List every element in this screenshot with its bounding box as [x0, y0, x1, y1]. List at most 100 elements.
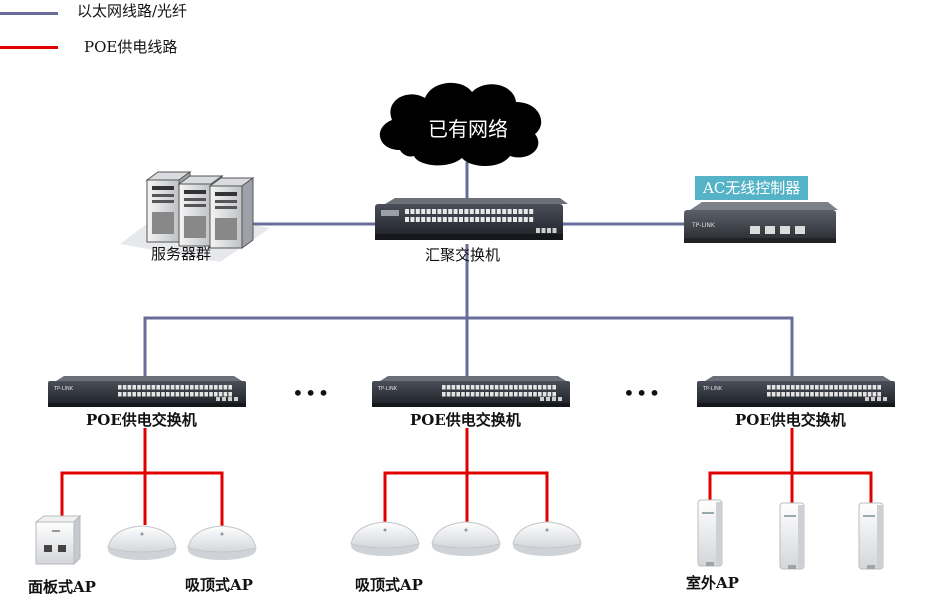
- poe-switch-port: [824, 392, 829, 397]
- core-switch-sfp: [536, 228, 540, 233]
- poe-switch-port: [533, 385, 537, 390]
- poe-switch-port: [199, 385, 204, 390]
- core-switch-sfp: [552, 228, 557, 233]
- poe-switch-port: [470, 392, 475, 397]
- poe-switch-port: [146, 392, 151, 397]
- poe-switch-port: [805, 392, 809, 397]
- poe-switch-port: [867, 385, 872, 390]
- poe-switch-sfp: [234, 397, 238, 401]
- poe-switch-port: [151, 385, 156, 390]
- core-switch-port: [405, 217, 409, 222]
- poe-switch-sfp: [877, 397, 881, 401]
- poe-switch-port: [190, 385, 194, 390]
- core-switch-port: [464, 209, 469, 214]
- poe-switch-port: [863, 385, 867, 390]
- poe-switch-port: [834, 385, 838, 390]
- poe-switch-port: [485, 392, 489, 397]
- poe-switch-port: [542, 385, 547, 390]
- core-switch-port: [475, 217, 480, 222]
- poe-switch-brand: TP-LINK: [53, 386, 74, 392]
- poe-links: [60, 428, 873, 528]
- poe-switch-port: [194, 385, 199, 390]
- poe-switch-port: [204, 385, 208, 390]
- poe-switch-port: [490, 385, 494, 390]
- poe-switch-sfp: [228, 397, 232, 401]
- poe-switch-port: [771, 392, 776, 397]
- core-switch-port: [437, 217, 442, 222]
- core-switch-port: [437, 209, 442, 214]
- outdoor-ap-label: 室外AP: [686, 574, 739, 592]
- poe-switch-port: [132, 385, 136, 390]
- poe-switch-port: [514, 392, 518, 397]
- poe-switch-port: [810, 385, 814, 390]
- poe-switch-port: [518, 385, 523, 390]
- outdoor-ap-icon: [779, 502, 805, 570]
- poe-switch-port: [451, 392, 456, 397]
- core-switch-port: [486, 209, 490, 214]
- poe-switch-port: [538, 385, 542, 390]
- poe-switch-port: [161, 385, 165, 390]
- poe-switch-brand: TP-LINK: [702, 386, 723, 392]
- poe-switch-port: [843, 385, 848, 390]
- poe-switch-port: [552, 385, 556, 390]
- poe-switch-port: [781, 392, 785, 397]
- poe-switch-port: [776, 392, 781, 397]
- poe-switch-port: [204, 392, 208, 397]
- ac-brand-text: TP-LINK: [691, 222, 716, 229]
- poe-switch-port: [475, 385, 480, 390]
- poe-switch-port: [122, 392, 127, 397]
- core-switch-port: [432, 217, 436, 222]
- poe-switch-port: [127, 385, 132, 390]
- poe-switch-sfp: [552, 397, 556, 401]
- cloud-icon: [379, 82, 542, 166]
- core-switch-sfp: [541, 228, 546, 233]
- poe-switch-port: [127, 392, 132, 397]
- poe-switch-port: [771, 385, 776, 390]
- ellipsis: •••: [292, 381, 331, 405]
- poe-switch-sfp: [883, 397, 887, 401]
- poe-switch-port: [542, 392, 547, 397]
- poe-switch-label: POE供电交换机: [86, 411, 197, 429]
- ceiling-ap-label: 吸顶式AP: [355, 576, 423, 594]
- poe-switch-sfp: [222, 397, 226, 401]
- poe-switch-port: [446, 385, 451, 390]
- poe-switch-port: [795, 392, 800, 397]
- poe-switch-port: [791, 385, 795, 390]
- poe-switch-port: [190, 392, 194, 397]
- poe-switch-port: [839, 385, 843, 390]
- poe-switch-sfp: [865, 397, 869, 401]
- poe-switch-port: [523, 392, 528, 397]
- ceiling-ap-label: 吸顶式AP: [185, 576, 253, 594]
- ceiling-ap-icon: [187, 525, 257, 560]
- poe-switch-port: [490, 392, 494, 397]
- poe-switch-port: [480, 392, 484, 397]
- legend-ethernet-label: 以太网线路/光纤: [76, 2, 188, 20]
- poe-switch-port: [872, 392, 877, 397]
- poe-switch-port: [118, 385, 122, 390]
- core-switch-port: [507, 217, 512, 222]
- poe-switch-port: [819, 385, 824, 390]
- poe-switch-port: [209, 392, 213, 397]
- core-switch-panel: [381, 210, 399, 216]
- poe-switch-port: [786, 385, 790, 390]
- core-switch-port: [513, 209, 517, 214]
- poe-switch-port: [552, 392, 556, 397]
- poe-switch-port: [466, 385, 470, 390]
- poe-switch-port: [528, 392, 532, 397]
- poe-switch-port: [800, 385, 805, 390]
- poe-switch-port: [767, 385, 771, 390]
- poe-switch-port: [518, 392, 523, 397]
- poe-switch-icon: TP-LINK: [372, 376, 570, 407]
- core-switch-port: [448, 209, 453, 214]
- poe-switch-port: [494, 392, 499, 397]
- poe-switch-port: [829, 385, 833, 390]
- panel-ap-icon: [34, 514, 82, 566]
- core-switch-port: [426, 217, 431, 222]
- poe-switch-port: [877, 392, 881, 397]
- ceiling-ap-icon: [107, 525, 177, 560]
- poe-switch-label: POE供电交换机: [410, 411, 521, 429]
- poe-switch-port: [795, 385, 800, 390]
- poe-switch-port: [504, 392, 508, 397]
- poe-switch-port: [199, 392, 204, 397]
